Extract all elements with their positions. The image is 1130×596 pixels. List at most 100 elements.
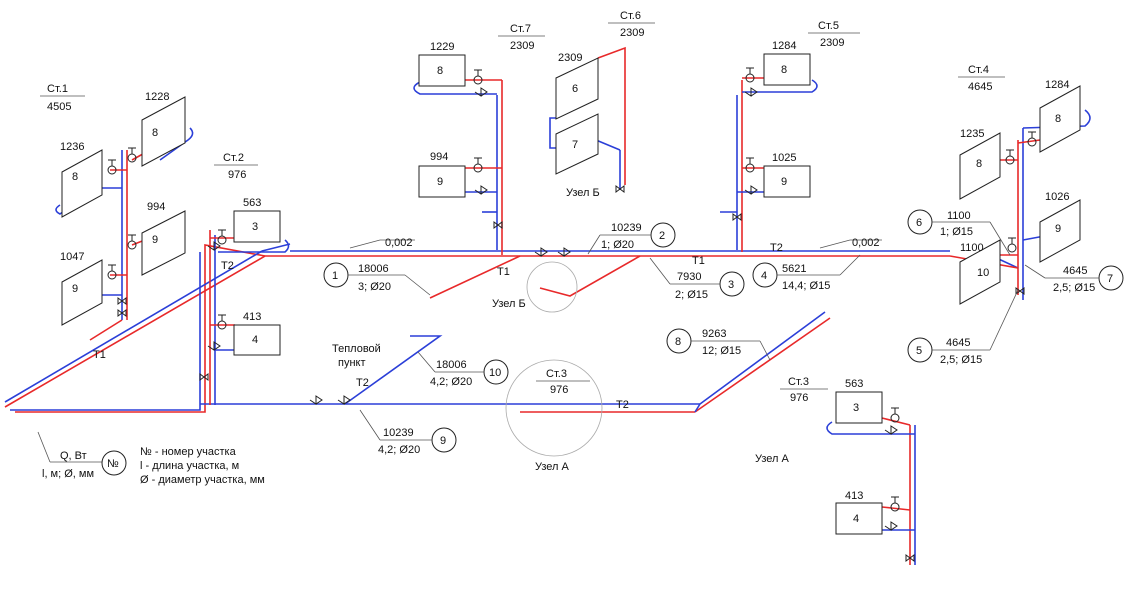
riser-label: Ст.6 2309 bbox=[608, 10, 655, 39]
riser-label: Ст.4 4645 bbox=[958, 64, 1005, 93]
svg-text:10: 10 bbox=[977, 267, 989, 279]
svg-text:8: 8 bbox=[781, 64, 787, 76]
svg-text:4505: 4505 bbox=[47, 101, 71, 113]
svg-text:9263: 9263 bbox=[702, 328, 726, 340]
section-callout: 10 18006 4,2; Ø20 bbox=[417, 351, 509, 388]
svg-text:Ø - диаметр участка, мм: Ø - диаметр участка, мм bbox=[140, 474, 265, 486]
slope-mark: 0,002 bbox=[349, 237, 415, 249]
radiator: 9 1026 bbox=[1039, 191, 1081, 263]
svg-text:10239: 10239 bbox=[611, 222, 642, 234]
radiator: 4 413 bbox=[233, 311, 281, 356]
svg-text:Узел Б: Узел Б bbox=[492, 298, 526, 310]
radiator: 6 2309 bbox=[555, 52, 599, 120]
svg-text:1026: 1026 bbox=[1045, 191, 1069, 203]
radiator: 8 1228 bbox=[141, 91, 186, 167]
svg-text:Т1: Т1 bbox=[497, 266, 510, 278]
svg-text:7: 7 bbox=[572, 139, 578, 151]
riser-3 bbox=[826, 417, 916, 565]
svg-text:2309: 2309 bbox=[510, 40, 534, 52]
svg-text:пункт: пункт bbox=[338, 357, 366, 369]
svg-text:4: 4 bbox=[252, 334, 258, 346]
riser-2 bbox=[209, 230, 290, 405]
riser-6 bbox=[549, 46, 626, 190]
svg-text:№: № bbox=[107, 458, 119, 470]
svg-text:3: 3 bbox=[252, 221, 258, 233]
section-callout: 7 4645 2,5; Ø15 bbox=[1024, 264, 1124, 294]
svg-text:12; Ø15: 12; Ø15 bbox=[702, 345, 741, 357]
svg-text:18006: 18006 bbox=[436, 359, 467, 371]
radiators: 8 1228 8 1236 9 994 9 1047 3 563 4 413 bbox=[60, 40, 1081, 535]
svg-text:4645: 4645 bbox=[968, 81, 992, 93]
radiator: 7 bbox=[555, 113, 599, 175]
section-callout: 4 5621 14,4; Ø15 bbox=[752, 254, 861, 292]
svg-text:6: 6 bbox=[572, 83, 578, 95]
radiator: 9 994 bbox=[418, 151, 466, 198]
svg-text:1235: 1235 bbox=[960, 128, 984, 140]
slope-mark: 0,002 bbox=[819, 237, 882, 249]
svg-text:5: 5 bbox=[916, 345, 922, 357]
riser-labels: Ст.1 4505 Ст.2 976 Ст.7 2309 Ст.6 2309 С… bbox=[40, 10, 1005, 404]
riser-label: Ст.7 2309 bbox=[498, 23, 545, 52]
svg-text:9: 9 bbox=[437, 176, 443, 188]
svg-text:№ - номер участка: № - номер участка bbox=[140, 446, 237, 458]
svg-text:4,2; Ø20: 4,2; Ø20 bbox=[430, 376, 472, 388]
heat-point: Тепловой пункт bbox=[332, 343, 381, 369]
svg-text:976: 976 bbox=[228, 169, 246, 181]
svg-text:1100: 1100 bbox=[960, 242, 984, 254]
svg-text:3: 3 bbox=[728, 279, 734, 291]
svg-text:Узел А: Узел А bbox=[755, 453, 790, 465]
svg-text:976: 976 bbox=[790, 392, 808, 404]
section-callout: 8 9263 12; Ø15 bbox=[666, 328, 771, 361]
radiator: 8 1284 bbox=[1039, 79, 1081, 153]
section-callout: 5 4645 2,5; Ø15 bbox=[907, 289, 1019, 366]
radiator: 10 1100 bbox=[959, 239, 1001, 305]
svg-text:Ст.7: Ст.7 bbox=[510, 23, 531, 35]
svg-text:Т1: Т1 bbox=[93, 349, 106, 361]
svg-text:l - длина участка, м: l - длина участка, м bbox=[140, 460, 239, 472]
riser-label: Ст.5 2309 bbox=[808, 20, 860, 49]
riser-5 bbox=[720, 77, 818, 252]
svg-text:7930: 7930 bbox=[677, 271, 701, 283]
svg-text:1: 1 bbox=[332, 270, 338, 282]
svg-text:18006: 18006 bbox=[358, 263, 389, 275]
svg-text:1284: 1284 bbox=[1045, 79, 1069, 91]
section-callout: 6 1100 1; Ø15 bbox=[907, 209, 1011, 256]
section-callout: 9 10239 4,2; Ø20 bbox=[359, 409, 457, 456]
svg-text:14,4; Ø15: 14,4; Ø15 bbox=[782, 280, 830, 292]
svg-text:2309: 2309 bbox=[620, 27, 644, 39]
radiator: 8 1236 bbox=[60, 141, 103, 218]
pipe-labels: Т1 Т2 Т1 Т1 Т2 Т2 Т2 0,002 0,002 bbox=[93, 237, 882, 411]
section-callouts: 1 18006 3; Ø20 2 10239 1; Ø20 3 7930 2; … bbox=[323, 209, 1124, 456]
section-callout: 1 18006 3; Ø20 bbox=[323, 262, 431, 296]
svg-text:Тепловой: Тепловой bbox=[332, 343, 381, 355]
svg-text:413: 413 bbox=[243, 311, 261, 323]
svg-text:0,002: 0,002 bbox=[385, 237, 413, 249]
svg-text:3; Ø20: 3; Ø20 bbox=[358, 281, 391, 293]
svg-text:2,5; Ø15: 2,5; Ø15 bbox=[1053, 282, 1095, 294]
svg-text:Т2: Т2 bbox=[356, 377, 369, 389]
svg-text:Т2: Т2 bbox=[221, 260, 234, 272]
svg-text:8: 8 bbox=[152, 127, 158, 139]
svg-text:4: 4 bbox=[853, 513, 859, 525]
svg-text:8: 8 bbox=[437, 65, 443, 77]
svg-text:4645: 4645 bbox=[1063, 265, 1087, 277]
svg-text:994: 994 bbox=[147, 201, 165, 213]
radiator: 8 1235 bbox=[959, 128, 1001, 200]
svg-text:Ст.3: Ст.3 bbox=[788, 376, 809, 388]
radiator: 3 563 bbox=[835, 378, 883, 424]
svg-text:Ст.4: Ст.4 bbox=[968, 64, 989, 76]
svg-text:994: 994 bbox=[430, 151, 448, 163]
svg-text:3: 3 bbox=[853, 402, 859, 414]
supply-main-t1 bbox=[4, 244, 950, 413]
svg-text:1; Ø15: 1; Ø15 bbox=[940, 226, 973, 238]
svg-text:Ст.6: Ст.6 bbox=[620, 10, 641, 22]
svg-text:Ст.5: Ст.5 bbox=[818, 20, 839, 32]
svg-text:10239: 10239 bbox=[383, 427, 414, 439]
riser-label: Ст.3 976 bbox=[536, 368, 590, 396]
svg-text:0,002: 0,002 bbox=[852, 237, 880, 249]
svg-text:10: 10 bbox=[489, 367, 501, 379]
legend: Q, Вт l, м; Ø, мм № № - номер участка l … bbox=[37, 431, 265, 486]
svg-text:1; Ø20: 1; Ø20 bbox=[601, 239, 634, 251]
